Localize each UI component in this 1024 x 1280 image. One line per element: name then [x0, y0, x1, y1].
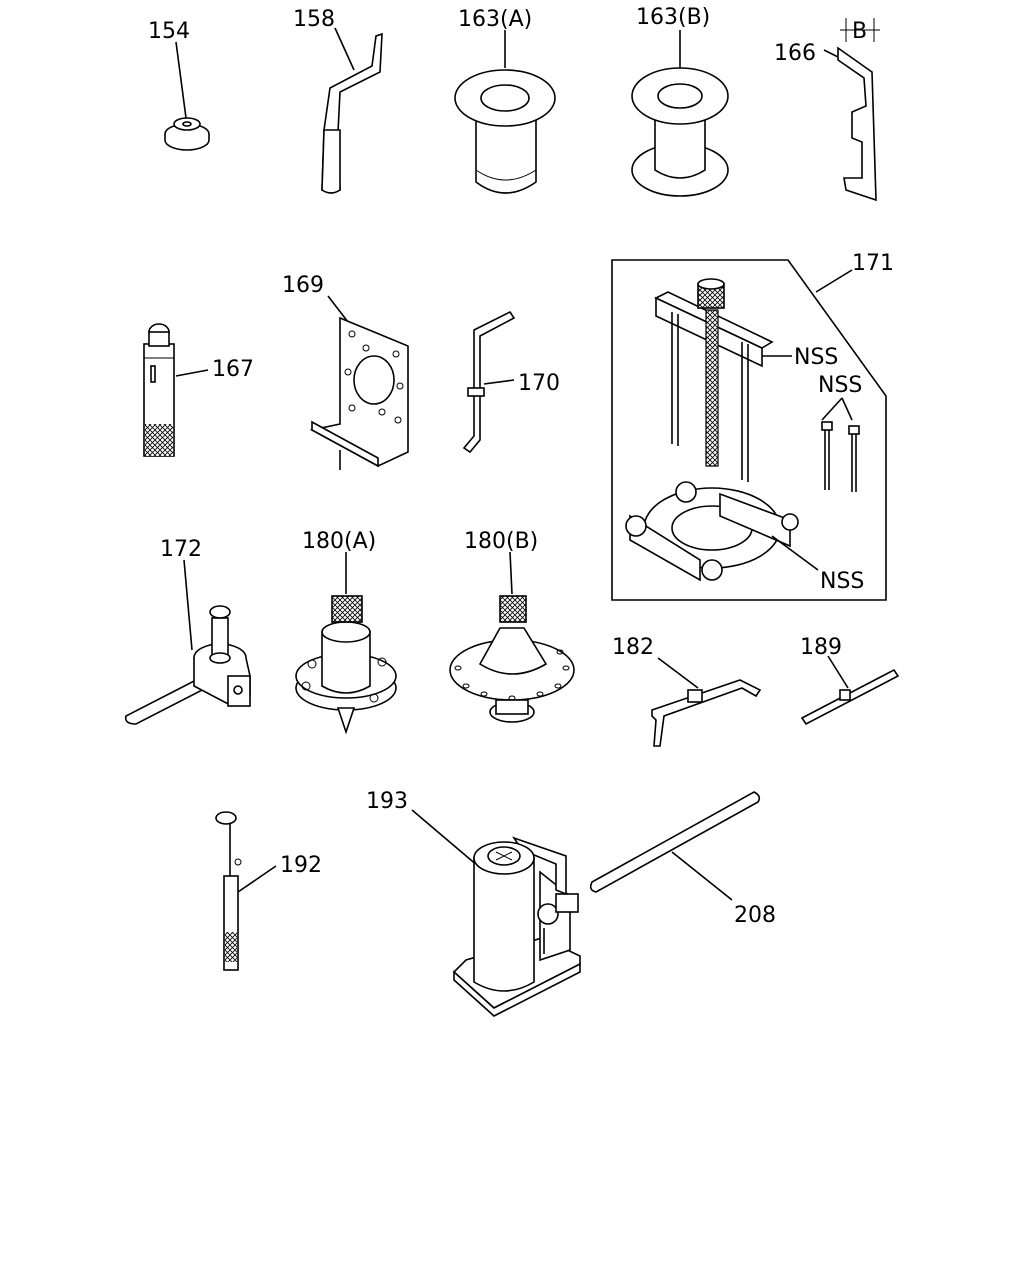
label-180b: 180(B) [464, 529, 538, 554]
label-192: 192 [280, 853, 322, 878]
label-189: 189 [800, 635, 842, 660]
part-158 [321, 27, 383, 194]
label-167: 167 [212, 357, 254, 382]
part-172 [124, 559, 251, 725]
label-172: 172 [160, 537, 202, 562]
label-nss-bar: NSS [794, 345, 838, 370]
label-163a: 163(A) [458, 7, 532, 32]
part-170 [462, 310, 516, 454]
label-208: 208 [734, 903, 776, 928]
part-192 [215, 811, 277, 971]
part-169 [309, 295, 409, 470]
label-169: 169 [282, 273, 324, 298]
label-182: 182 [612, 635, 654, 660]
label-166: 166 [774, 41, 816, 66]
label-nss-bolts: NSS [818, 373, 862, 398]
part-208 [589, 791, 761, 901]
label-170: 170 [518, 371, 560, 396]
label-158: 158 [293, 7, 335, 32]
part-171 [611, 259, 887, 601]
label-154: 154 [148, 19, 190, 44]
part-182 [651, 657, 762, 747]
label-nss-separator: NSS [820, 569, 864, 594]
part-154 [164, 41, 210, 151]
label-163b: 163(B) [636, 5, 710, 30]
part-193 [411, 809, 581, 1017]
label-193: 193 [366, 789, 408, 814]
label-180a: 180(A) [302, 529, 376, 554]
part-180a [295, 552, 397, 735]
part-167 [143, 323, 209, 457]
part-163a [454, 30, 556, 194]
part-189 [800, 655, 900, 726]
part-180b [449, 551, 575, 723]
label-171: 171 [852, 251, 894, 276]
label-dim-b: B [852, 19, 867, 44]
part-163b [631, 30, 729, 197]
part-166 [823, 18, 880, 202]
